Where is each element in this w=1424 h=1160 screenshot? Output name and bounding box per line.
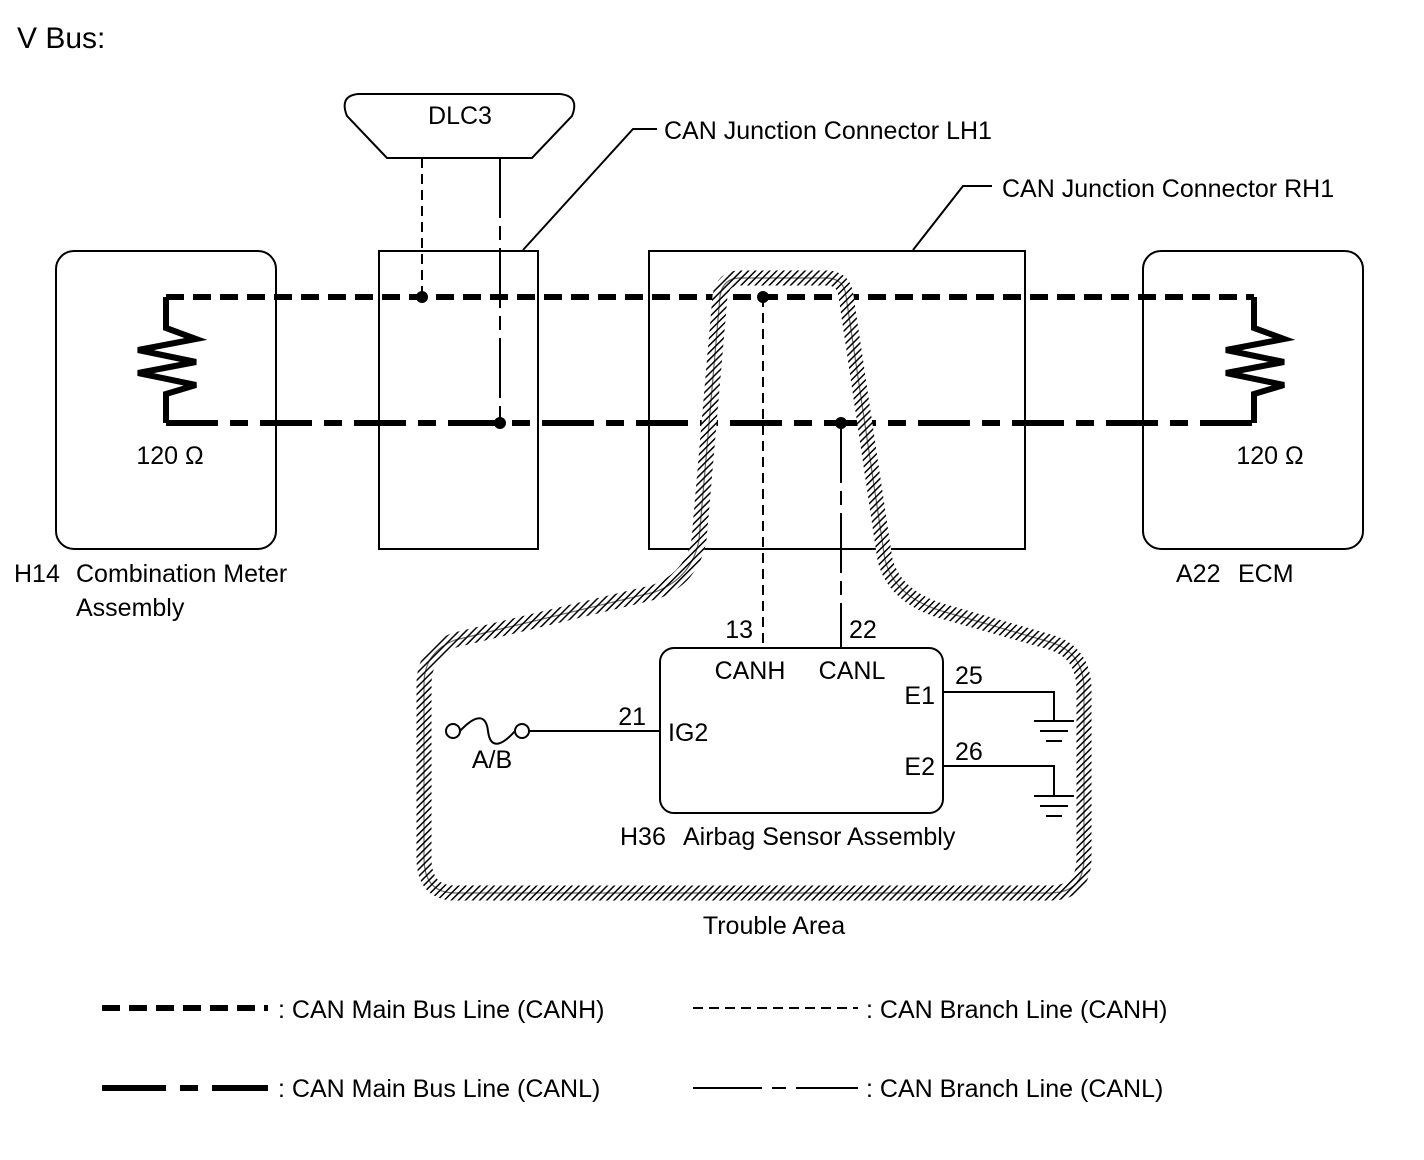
combination-meter-box <box>55 250 277 550</box>
ground-e1-icon <box>1034 720 1074 742</box>
e2-wire <box>943 765 1055 796</box>
pin-e2-label: E2 <box>904 753 935 781</box>
meter-resistor <box>137 297 208 423</box>
ecm-resistor-label: 120 Ω <box>1236 442 1303 470</box>
dlc3-label: DLC3 <box>428 102 492 130</box>
junction-lh1-box <box>378 250 539 550</box>
pin-e1-label: E1 <box>904 682 935 710</box>
legend-branch-canl-label: : CAN Branch Line (CANL) <box>866 1075 1163 1103</box>
junction-rh1-box <box>648 250 1026 550</box>
dlc3-connector <box>343 93 576 159</box>
airbag-canl-node <box>835 417 847 429</box>
meter-resistor-label: 120 Ω <box>136 442 203 470</box>
fuse-icon <box>459 717 516 745</box>
junction-lh1-leader <box>522 128 657 251</box>
meter-name-line2: Assembly <box>76 594 185 622</box>
ground-e2-icon <box>1034 795 1074 817</box>
pin-ig2-label: IG2 <box>668 719 708 747</box>
pin-canl-number: 22 <box>849 616 877 644</box>
junction-lh1-label: CAN Junction Connector LH1 <box>664 117 992 145</box>
trouble-area-outline <box>416 270 1092 901</box>
ecm-code: A22 <box>1176 560 1220 588</box>
pin-ig2-number: 21 <box>618 703 646 731</box>
fuse-label: A/B <box>472 746 512 774</box>
pin-e1-number: 25 <box>955 662 983 690</box>
pin-e2-number: 26 <box>955 738 983 766</box>
legend-main-canl-label: : CAN Main Bus Line (CANL) <box>278 1075 600 1103</box>
legend-branch-canh-label: : CAN Branch Line (CANH) <box>866 996 1167 1024</box>
airbag-canh-node <box>757 291 769 303</box>
trouble-area-label: Trouble Area <box>703 912 845 940</box>
airbag-code: H36 <box>620 823 666 851</box>
ecm-name: ECM <box>1238 560 1294 588</box>
pin-canh-number: 13 <box>725 616 753 644</box>
pin-canl-label: CANL <box>819 657 886 685</box>
pin-canh-label: CANH <box>715 657 786 685</box>
junction-rh1-leader <box>912 185 992 251</box>
diagram-title: V Bus: <box>17 22 105 55</box>
e1-wire <box>943 691 1055 721</box>
dlc3-canl-node <box>494 417 506 429</box>
ecm-box <box>1142 250 1364 550</box>
airbag-name: Airbag Sensor Assembly <box>683 823 956 851</box>
meter-name-line1: Combination Meter <box>76 560 287 588</box>
meter-code: H14 <box>14 560 60 588</box>
legend-main-canh-label: : CAN Main Bus Line (CANH) <box>278 996 604 1024</box>
fuse-right-terminal <box>514 723 530 739</box>
junction-rh1-label: CAN Junction Connector RH1 <box>1002 175 1334 203</box>
fuse-left-terminal <box>445 723 461 739</box>
ecm-resistor <box>1225 297 1296 423</box>
dlc3-canh-node <box>416 291 428 303</box>
